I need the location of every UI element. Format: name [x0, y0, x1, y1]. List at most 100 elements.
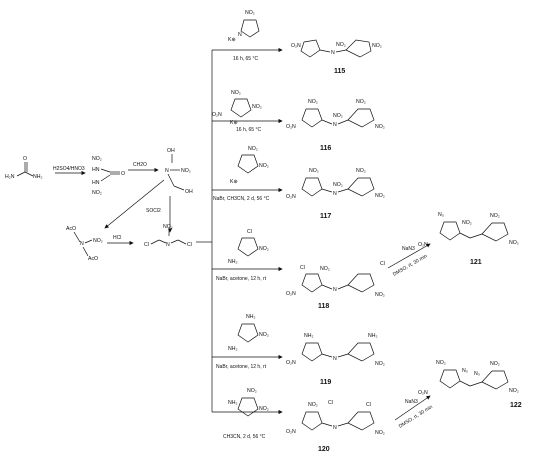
svg-text:Cl: Cl [247, 229, 252, 235]
svg-text:Cl: Cl [380, 261, 385, 267]
urea-structure: H₂N O NH₂ [5, 156, 43, 180]
svg-text:O: O [121, 171, 125, 177]
azide-conditions-122: DMSO, rt, 30 min [398, 404, 434, 430]
svg-text:N: N [331, 50, 335, 56]
svg-text:Cl: Cl [187, 242, 192, 248]
svg-text:Cl: Cl [366, 402, 371, 408]
svg-text:NO₂: NO₂ [375, 430, 385, 436]
svg-text:O₂N: O₂N [286, 291, 296, 297]
svg-text:NO₂: NO₂ [375, 292, 385, 298]
compound-120-label: 120 [318, 446, 330, 453]
branch-116: NO₂ NO₂ O₂N K⊕ 16 h, 65 °C NO₂ O₂N N NO₂… [212, 90, 385, 152]
svg-text:N: N [333, 191, 337, 197]
svg-text:AcO: AcO [66, 226, 76, 232]
svg-text:NO₂: NO₂ [92, 156, 102, 162]
svg-text:NO₂: NO₂ [309, 168, 319, 174]
svg-text:Cl: Cl [300, 265, 305, 271]
branch-117: NO₂ NO₂ K⊕ NaBr, CH3CN, 2 d, 56 °C NO₂ O… [212, 146, 385, 220]
svg-text:O₂N: O₂N [418, 242, 428, 248]
svg-text:NO₂: NO₂ [259, 246, 269, 252]
svg-text:N: N [333, 356, 337, 362]
svg-text:NO₂: NO₂ [245, 10, 255, 16]
svg-text:N: N [166, 242, 170, 248]
svg-text:NO₂: NO₂ [372, 43, 382, 49]
acetylation-arrow [104, 179, 165, 229]
svg-text:Cl: Cl [144, 242, 149, 248]
azide-reagent-121: NaN3 [402, 246, 415, 252]
conditions-119: NaBr, acetone, 12 h, rt [216, 364, 267, 370]
svg-text:NO₂: NO₂ [509, 388, 519, 394]
svg-text:NO₂: NO₂ [336, 42, 346, 48]
svg-text:NH₂: NH₂ [246, 314, 256, 320]
svg-text:NO₂: NO₂ [462, 220, 472, 226]
svg-text:H₂N: H₂N [5, 174, 15, 180]
compound-119-label: 119 [320, 379, 331, 386]
svg-text:NO₂: NO₂ [231, 90, 241, 96]
svg-text:NO₂: NO₂ [247, 388, 257, 394]
svg-text:NO₂: NO₂ [356, 99, 366, 105]
svg-text:OH: OH [167, 148, 175, 154]
hcl-reagent: HCl [113, 235, 121, 241]
conditions-117: NaBr, CH3CN, 2 d, 56 °C [213, 196, 270, 202]
branch-115: NO₂ K⊕ N 16 h, 65 °C O₂N N NO₂ NO₂ 115 [212, 10, 382, 75]
svg-text:NO₂: NO₂ [375, 124, 385, 130]
compound-117-label: 117 [320, 213, 331, 220]
svg-text:O₂N: O₂N [212, 112, 222, 118]
svg-text:N₃: N₃ [462, 368, 468, 374]
svg-text:N: N [333, 122, 337, 128]
svg-text:N₃: N₃ [474, 371, 480, 377]
azide-conditions-121: DMSO, rt, 30 min [392, 253, 429, 278]
branch-119: NH₂ NO₂ NH₂ NaBr, acetone, 12 h, rt NH₂ … [212, 314, 385, 386]
svg-text:NO₂: NO₂ [436, 360, 446, 366]
svg-text:O₂N: O₂N [286, 124, 296, 130]
svg-text:K⊕: K⊕ [230, 179, 238, 185]
nitration-reagent: H2SO4/HNO3 [53, 166, 85, 172]
svg-text:AcO: AcO [88, 256, 98, 262]
svg-text:N: N [238, 32, 242, 38]
svg-text:O₂N: O₂N [418, 390, 428, 396]
svg-text:O: O [23, 156, 27, 162]
svg-text:NO₂: NO₂ [252, 104, 262, 110]
svg-text:NO₂: NO₂ [509, 240, 519, 246]
svg-text:NO₂: NO₂ [181, 168, 191, 174]
formaldehyde-reagent: CH2O [133, 162, 147, 168]
svg-text:O₂N: O₂N [291, 43, 301, 49]
compound-115-label: 115 [334, 68, 345, 75]
svg-text:O₂N: O₂N [286, 360, 296, 366]
svg-text:HN: HN [92, 167, 100, 173]
svg-text:HN: HN [92, 180, 100, 186]
svg-text:O₂N: O₂N [286, 194, 296, 200]
svg-text:N: N [333, 425, 337, 431]
svg-text:O₂N: O₂N [286, 429, 296, 435]
azide-arrow-121 [387, 243, 431, 269]
svg-text:NO₂: NO₂ [375, 361, 385, 367]
branch-118: Cl NO₂ NH₂ NaBr, acetone, 12 h, rt Cl NO… [212, 212, 519, 310]
svg-text:N: N [165, 168, 169, 174]
svg-text:NO₂: NO₂ [333, 182, 343, 188]
svg-text:NO₂: NO₂ [92, 190, 102, 196]
svg-text:NO₂: NO₂ [308, 99, 318, 105]
svg-text:NO₂: NO₂ [375, 193, 385, 199]
azide-arrow-122 [394, 395, 431, 421]
dichloride-structure: NO₂ Cl N Cl [144, 224, 192, 248]
compound-122-label: 122 [510, 402, 522, 409]
svg-text:NO₂: NO₂ [259, 332, 269, 338]
compound-116-label: 116 [320, 145, 331, 152]
svg-text:Cl: Cl [328, 400, 333, 406]
diacetate-structure: AcO N NO₂ AcO [66, 226, 103, 262]
dinitrourea-structure: NO₂ HN O HN NO₂ [92, 156, 125, 196]
svg-text:OH: OH [185, 189, 193, 195]
branch-120: NO₂ NO₂ NH₂ CH3CN, 2 d, 56 °C NO₂ Cl O₂N… [212, 360, 522, 453]
svg-text:NH₂: NH₂ [33, 174, 43, 180]
svg-text:N₃: N₃ [438, 212, 444, 218]
svg-text:NH₂: NH₂ [228, 259, 238, 265]
svg-text:K⊕: K⊕ [228, 37, 236, 43]
svg-text:NH₂: NH₂ [368, 333, 378, 339]
svg-text:NO₂: NO₂ [490, 361, 500, 367]
svg-text:NH₂: NH₂ [228, 346, 238, 352]
conditions-116: 16 h, 65 °C [236, 127, 261, 133]
svg-text:NO₂: NO₂ [248, 146, 258, 152]
svg-text:NO₂: NO₂ [259, 163, 269, 169]
svg-text:NO₂: NO₂ [320, 266, 330, 272]
svg-text:N: N [333, 287, 337, 293]
